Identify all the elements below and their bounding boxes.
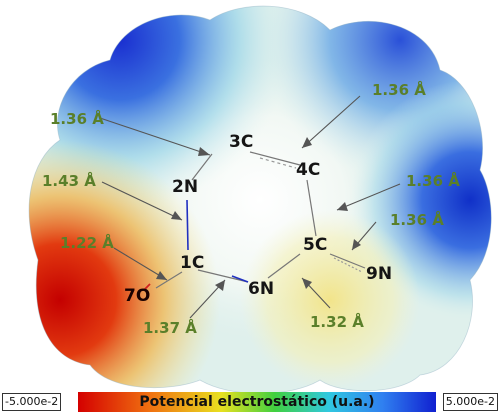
bond-label-mid-right: 1.36 Å <box>406 171 460 190</box>
bond-1c-6n <box>197 269 249 283</box>
bond-7o-highlight <box>143 283 151 291</box>
bond-4c-5c <box>306 179 317 237</box>
atom-9n: 9N <box>366 264 392 284</box>
atom-labels: 3C 4C 2N 5C 1C 9N 6N 7O <box>124 132 392 306</box>
bond-label-right-lower: 1.36 Å <box>390 210 444 229</box>
atom-1c: 1C <box>180 253 204 273</box>
bond-6n-highlight <box>231 275 249 283</box>
bond-length-labels: 1.36 Å 1.36 Å 1.43 Å 1.36 Å 1.36 Å 1.22 … <box>42 80 460 337</box>
bond-3c-4c <box>249 151 301 166</box>
atom-2n: 2N <box>172 177 198 197</box>
atom-6n: 6N <box>248 279 274 299</box>
bond-1c-7o <box>155 271 183 289</box>
bond-5c-9n <box>329 253 366 269</box>
arrow-top-left <box>99 117 211 156</box>
surface-fill <box>29 6 492 392</box>
bond-6n-5c <box>267 253 301 279</box>
color-scale-bar: Potencial electrostático (u.a.) -5.000e-… <box>0 392 500 412</box>
bond-2n-1c <box>186 199 189 251</box>
bond-label-mid-left: 1.43 Å <box>42 171 96 190</box>
surface-outline <box>28 5 492 392</box>
bond-label-top-left: 1.36 Å <box>50 109 104 128</box>
color-scale-title: Potencial electrostático (u.a.) <box>139 394 375 410</box>
bond-5c-9n-triple <box>333 257 363 273</box>
bond-label-bottom-left: 1.37 Å <box>143 318 197 337</box>
bond-3c-4c-double <box>259 157 297 169</box>
color-scale-min: -5.000e-2 <box>2 393 62 411</box>
bond-3c-2n <box>191 153 213 181</box>
color-scale-gradient <box>78 392 436 412</box>
atom-3c: 3C <box>229 132 253 152</box>
atom-5c: 5C <box>303 235 327 255</box>
color-scale-max: 5.000e-2 <box>442 393 498 411</box>
arrow-mid-left <box>101 181 183 221</box>
bond-label-top-right: 1.36 Å <box>372 80 426 99</box>
arrow-top-right <box>301 95 361 149</box>
bond-label-left-lower: 1.22 Å <box>60 233 114 252</box>
bond-label-bottom-right: 1.32 Å <box>310 312 364 331</box>
esp-surface-diagram: 3C 4C 2N 5C 1C 9N 6N 7O 1.36 Å 1.36 Å 1.… <box>28 5 492 392</box>
atom-7o: 7O <box>124 286 150 306</box>
molecule-bonds <box>143 151 366 291</box>
pointer-arrows <box>99 95 401 319</box>
arrow-mid-right <box>336 183 401 211</box>
atom-4c: 4C <box>296 160 320 180</box>
